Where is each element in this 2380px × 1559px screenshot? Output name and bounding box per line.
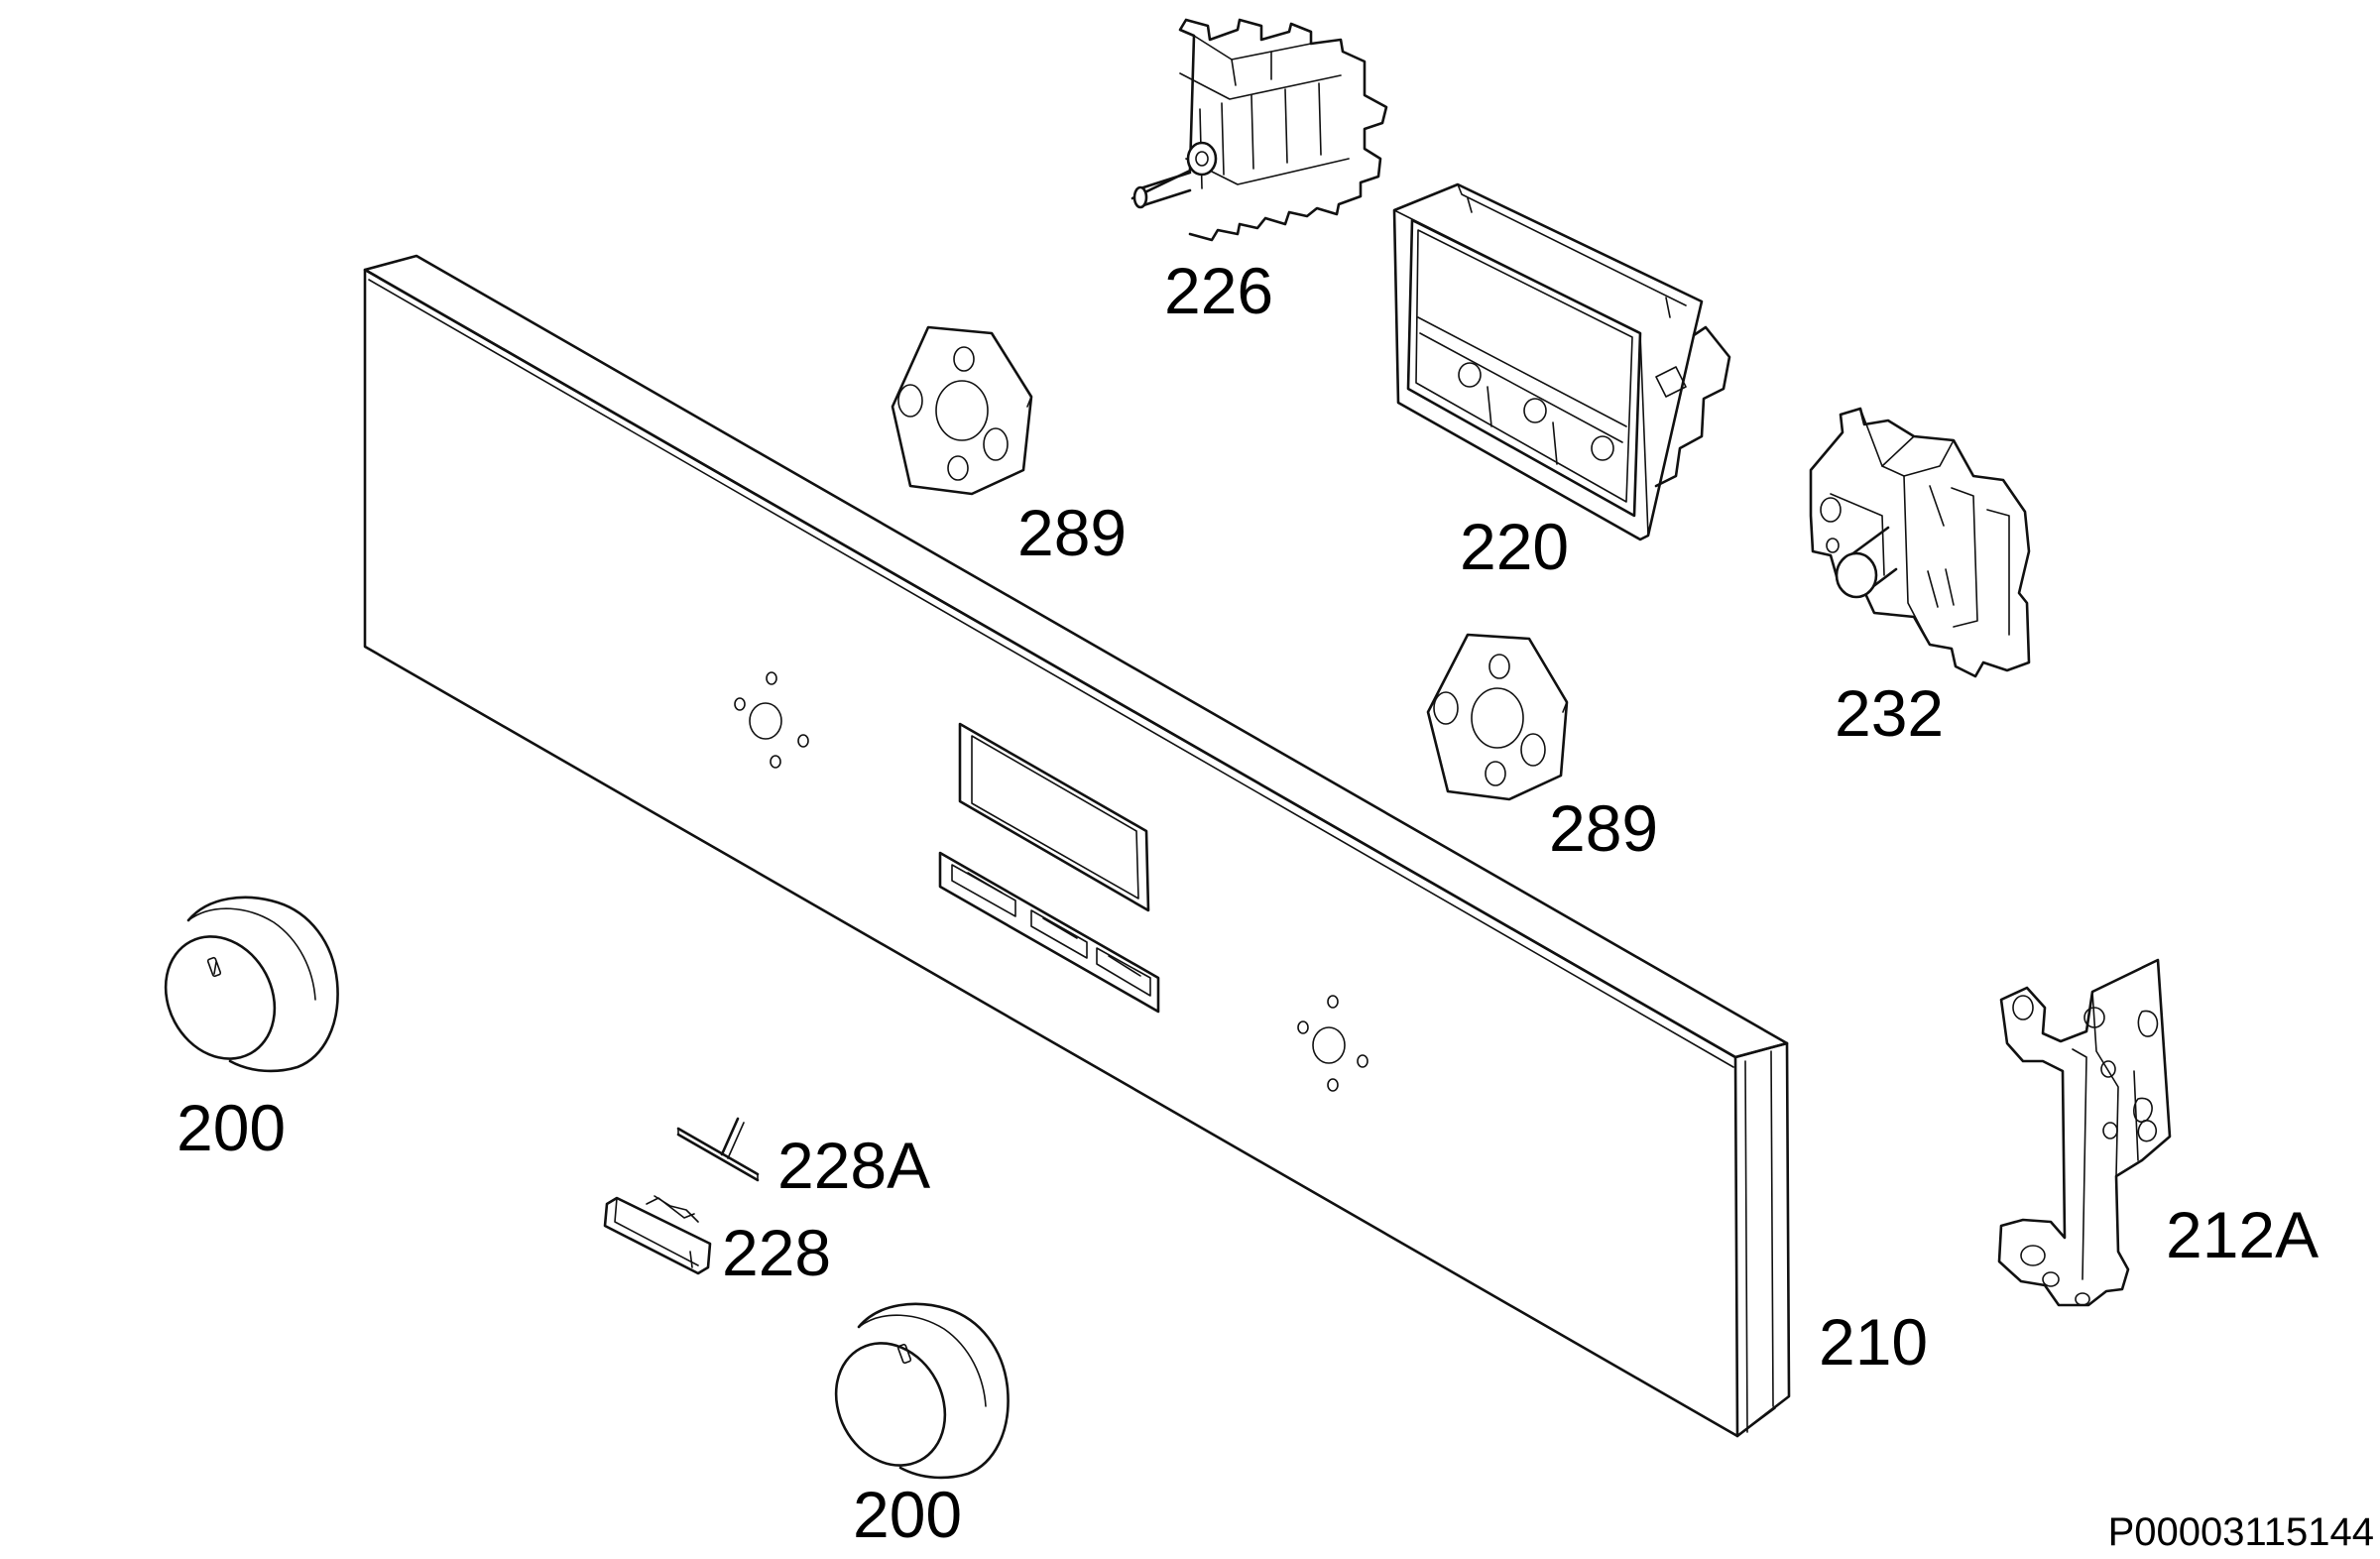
label-289-lower: 289 [1549, 791, 1658, 865]
timer-housing-220 [1392, 182, 1731, 541]
label-200-bottom: 200 [853, 1478, 962, 1551]
touch-control-strip [938, 851, 1160, 1014]
label-289-upper: 289 [1017, 496, 1127, 569]
display-window [958, 722, 1150, 912]
label-228: 228 [722, 1216, 831, 1289]
label-212a: 212A [2166, 1198, 2319, 1271]
panel-knob-hole-right [1297, 995, 1368, 1092]
selector-switch-226 [1130, 18, 1388, 242]
label-210: 210 [1819, 1305, 1928, 1379]
label-200-left: 200 [177, 1091, 286, 1164]
label-226: 226 [1164, 254, 1273, 327]
knob-200-bottom [834, 1302, 1010, 1480]
lamp-228 [603, 1195, 712, 1275]
label-220: 220 [1460, 510, 1569, 583]
spacer-289-lower [1426, 633, 1569, 801]
label-232: 232 [1835, 676, 1944, 750]
panel-knob-hole-left [734, 671, 809, 769]
knob-200-left [164, 896, 339, 1073]
bracket-212a [1997, 958, 2172, 1307]
spacer-289-upper [891, 325, 1033, 496]
drawing-code: P00003115144 [2108, 1510, 2374, 1554]
label-228a: 228A [777, 1129, 930, 1202]
control-panel-210 [363, 254, 1791, 1438]
light-guide-228a [676, 1117, 760, 1182]
switch-232 [1809, 407, 2031, 678]
